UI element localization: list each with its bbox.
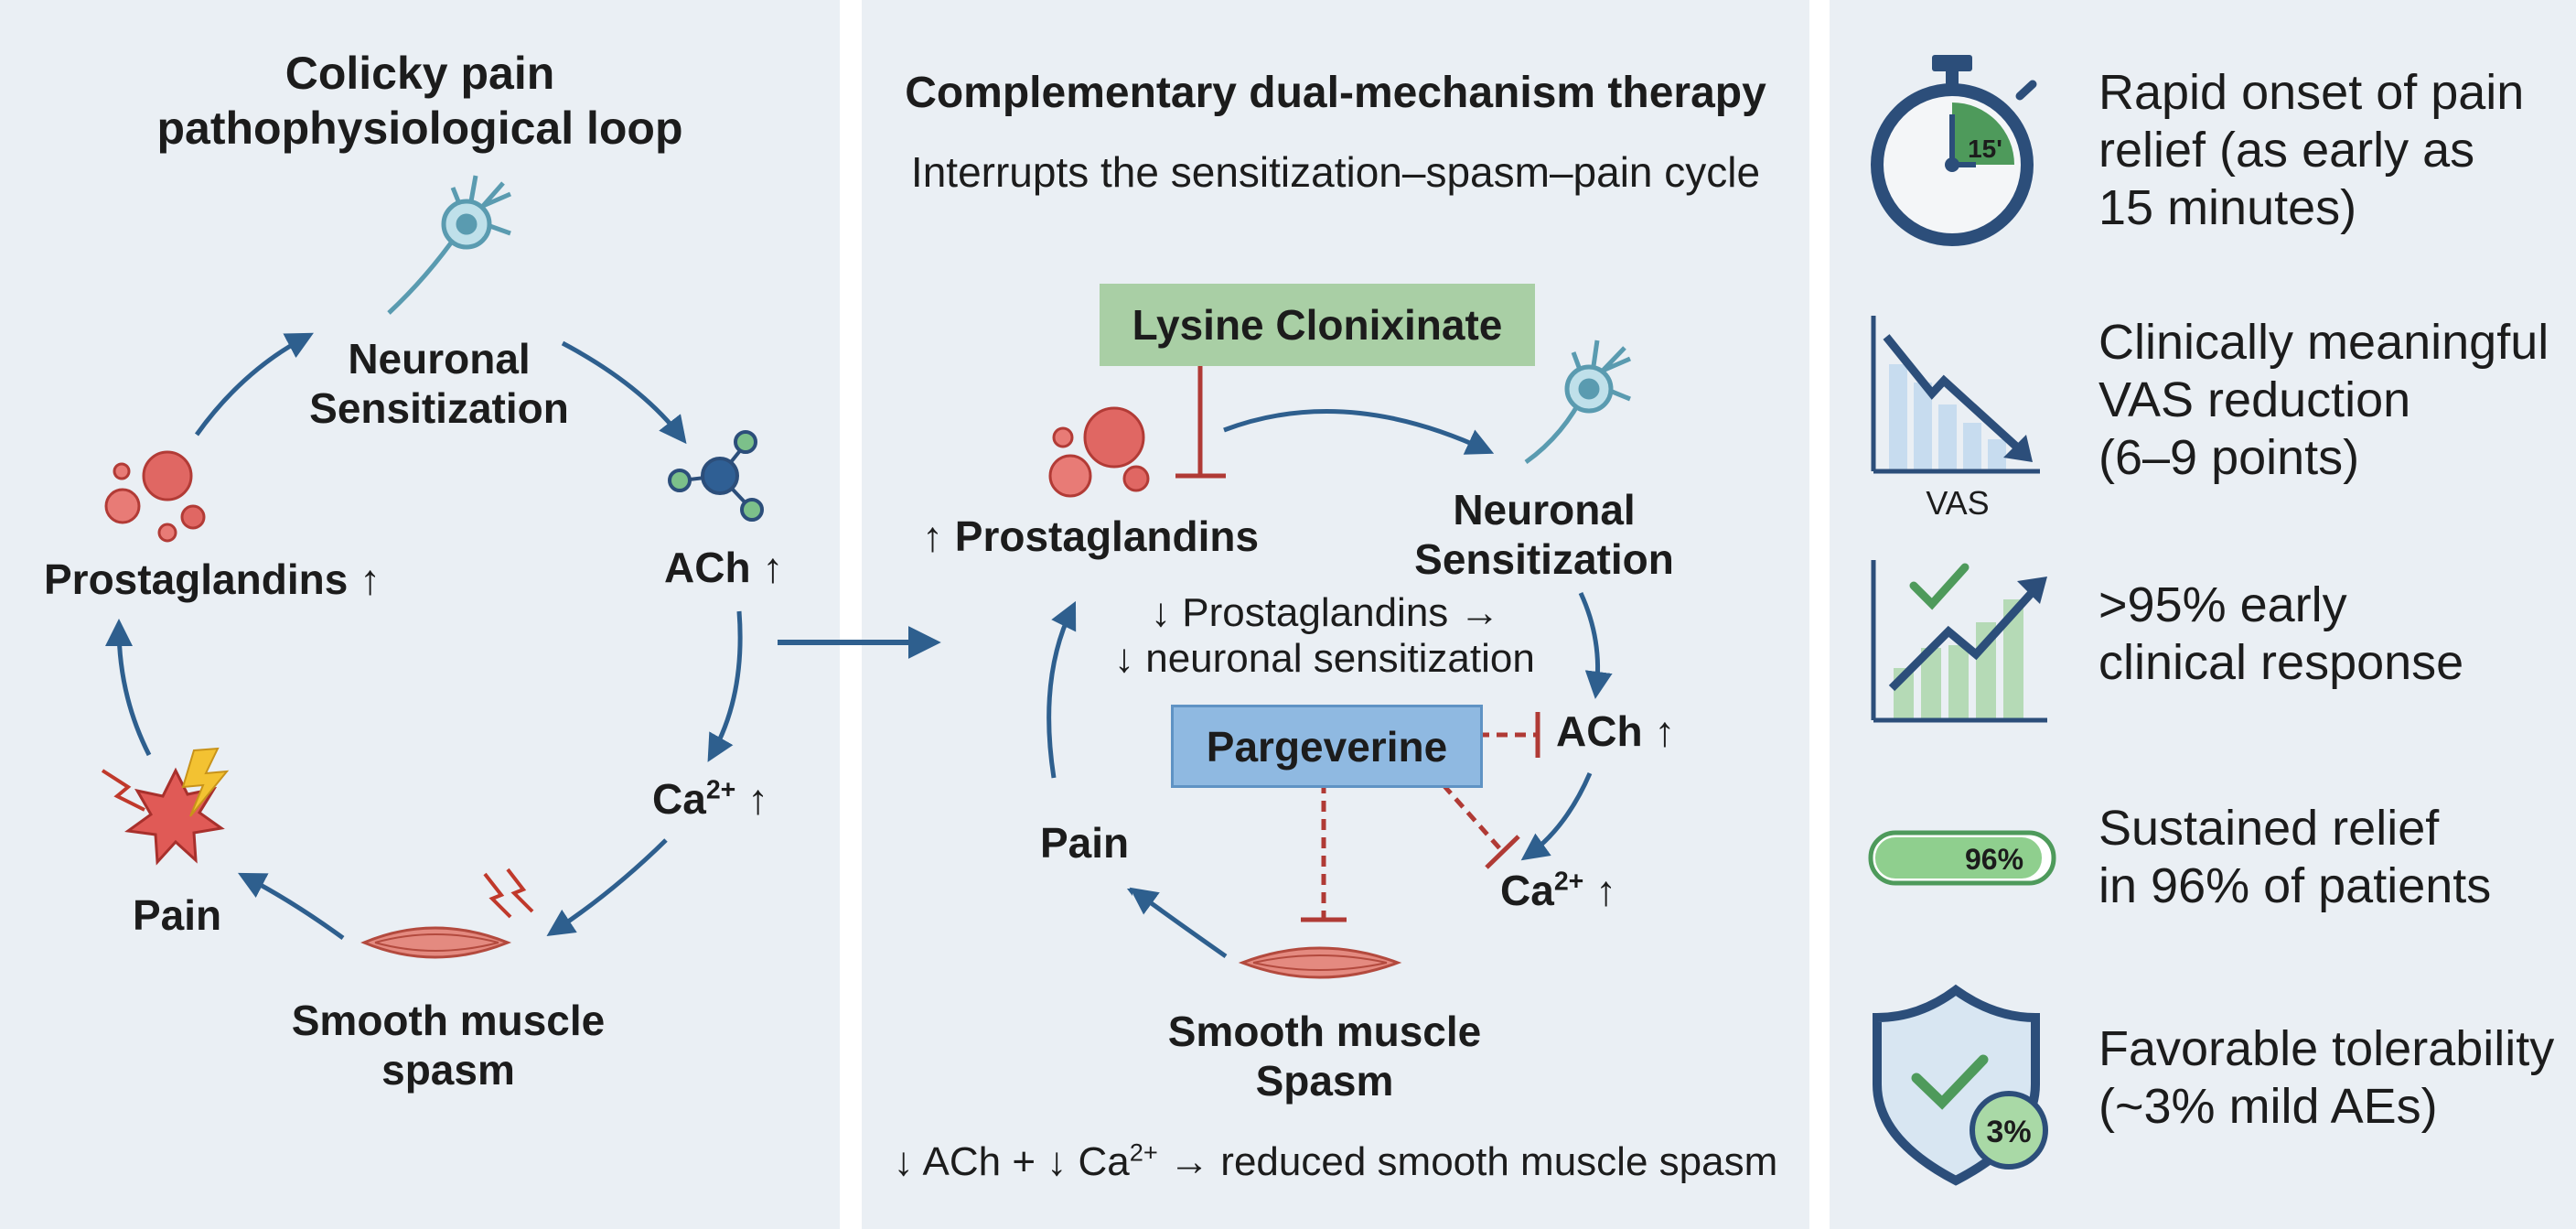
rising-chart-icon: [1871, 560, 2047, 723]
prostaglandin-cells-icon: [1048, 406, 1150, 498]
stopwatch-badge: 15': [1968, 135, 2002, 163]
lysine-effect-line2: ↓ neuronal sensitization: [1114, 636, 1535, 681]
left-ca-arrow: ↑: [735, 775, 769, 823]
stopwatch-icon: 15': [1871, 55, 2037, 246]
feature-vas-reduction-text: Clinically meaningful VAS reduction (6–9…: [2098, 314, 2549, 487]
lysine-effect-line1: ↓ Prostaglandins →: [1151, 590, 1500, 635]
feature-line: Sustained relief: [2098, 801, 2440, 856]
vas-label: VAS: [1926, 484, 1989, 522]
middle-neuronal-line1: Neuronal: [1453, 486, 1636, 534]
feature-line: VAS reduction: [2098, 372, 2411, 427]
pain-burst-icon: [101, 747, 230, 866]
lysine-effect-text: ↓ Prostaglandins → ↓ neuronal sensitizat…: [1114, 590, 1535, 682]
shield-check-icon: 3%: [1873, 984, 2048, 1186]
footer-sup: 2+: [1129, 1137, 1158, 1167]
middle-ach-label: ACh ↑: [1556, 707, 1676, 755]
left-cycle-arrows: [105, 332, 743, 941]
neuron-icon: [387, 175, 511, 315]
lysine-clonixinate-box: Lysine Clonixinate: [1100, 284, 1535, 366]
left-pain-label: Pain: [133, 891, 222, 939]
smooth-muscle-icon: [360, 868, 534, 959]
feature-tolerability-text: Favorable tolerability (~3% mild AEs): [2098, 1020, 2554, 1136]
left-smooth-line1: Smooth muscle: [291, 997, 606, 1044]
pargeverine-label: Pargeverine: [1206, 722, 1448, 771]
left-smooth-muscle-label: Smooth muscle spasm: [265, 996, 631, 1094]
lysine-inhibition-line: [1175, 366, 1226, 479]
middle-pain-label: Pain: [1040, 819, 1130, 867]
left-panel: [0, 0, 840, 1229]
feature-line: Rapid onset of pain: [2098, 65, 2525, 120]
middle-neuronal-line2: Sensitization: [1414, 535, 1674, 583]
left-ca-sup: 2+: [705, 775, 736, 805]
footer-part-b: → reduced smooth muscle spasm: [1157, 1139, 1778, 1184]
prostaglandin-cells-icon: [104, 450, 206, 543]
middle-neuronal-sensitization-label: Neuronal Sensitization: [1407, 485, 1681, 584]
feature-line: clinical response: [2098, 635, 2464, 690]
middle-panel: [862, 0, 1809, 1229]
middle-smooth-line2: Spasm: [1255, 1057, 1394, 1105]
progress-badge: 96%: [1965, 843, 2023, 876]
progress-pill-icon: 96%: [1868, 830, 2056, 886]
middle-smooth-muscle-label: Smooth muscle Spasm: [1142, 1007, 1508, 1105]
left-ca-label: Ca2+ ↑: [652, 774, 768, 824]
shield-badge: 3%: [1986, 1115, 2031, 1149]
left-neuronal-line2: Sensitization: [309, 384, 569, 432]
feature-line: Clinically meaningful: [2098, 315, 2549, 370]
left-smooth-line2: spasm: [381, 1046, 515, 1094]
pargeverine-box: Pargeverine: [1171, 705, 1483, 788]
feature-sustained-relief-text: Sustained relief in 96% of patients: [2098, 800, 2491, 915]
left-neuronal-line1: Neuronal: [348, 335, 531, 383]
middle-ca-label: Ca2+ ↑: [1500, 866, 1616, 915]
middle-prostaglandins-label: ↑ Prostaglandins: [922, 512, 1260, 560]
middle-footer-note: ↓ ACh + ↓ Ca2+ → reduced smooth muscle s…: [862, 1137, 1809, 1187]
feature-rapid-onset-text: Rapid onset of pain relief (as early as …: [2098, 64, 2524, 237]
feature-line: (6–9 points): [2098, 430, 2360, 485]
feature-early-response-text: >95% early clinical response: [2098, 577, 2463, 692]
middle-ca-arrow: ↑: [1583, 867, 1617, 914]
left-panel-title: Colicky pain pathophysiological loop: [100, 46, 740, 156]
smooth-muscle-icon: [1238, 946, 1402, 979]
left-title-line1: Colicky pain: [284, 48, 555, 99]
middle-ca-base: Ca: [1500, 867, 1554, 914]
lysine-clonixinate-label: Lysine Clonixinate: [1132, 301, 1503, 349]
vas-chart-icon: VAS: [1871, 316, 2040, 522]
feature-line: relief (as early as: [2098, 123, 2475, 178]
molecule-icon: [668, 430, 764, 522]
left-ach-label: ACh ↑: [664, 544, 784, 591]
feature-line: Favorable tolerability: [2098, 1021, 2555, 1076]
neuron-icon: [1524, 340, 1631, 465]
footer-part-a: ↓ ACh + ↓ Ca: [893, 1139, 1130, 1184]
feature-line: 15 minutes): [2098, 180, 2357, 235]
left-title-line2: pathophysiological loop: [156, 102, 683, 154]
feature-line: >95% early: [2098, 577, 2347, 632]
pargeverine-inhibition-lines: [1301, 712, 1540, 922]
feature-line: (~3% mild AEs): [2098, 1079, 2438, 1134]
left-neuronal-sensitization-label: Neuronal Sensitization: [256, 334, 622, 433]
left-prostaglandins-label: Prostaglandins ↑: [44, 555, 381, 603]
middle-panel-title: Complementary dual-mechanism therapy: [905, 69, 1766, 117]
middle-ca-sup: 2+: [1553, 867, 1584, 897]
feature-line: in 96% of patients: [2098, 858, 2492, 913]
left-ca-base: Ca: [652, 775, 706, 823]
middle-smooth-line1: Smooth muscle: [1167, 1008, 1482, 1055]
middle-panel-subtitle: Interrupts the sensitization–spasm–pain …: [910, 148, 1761, 196]
